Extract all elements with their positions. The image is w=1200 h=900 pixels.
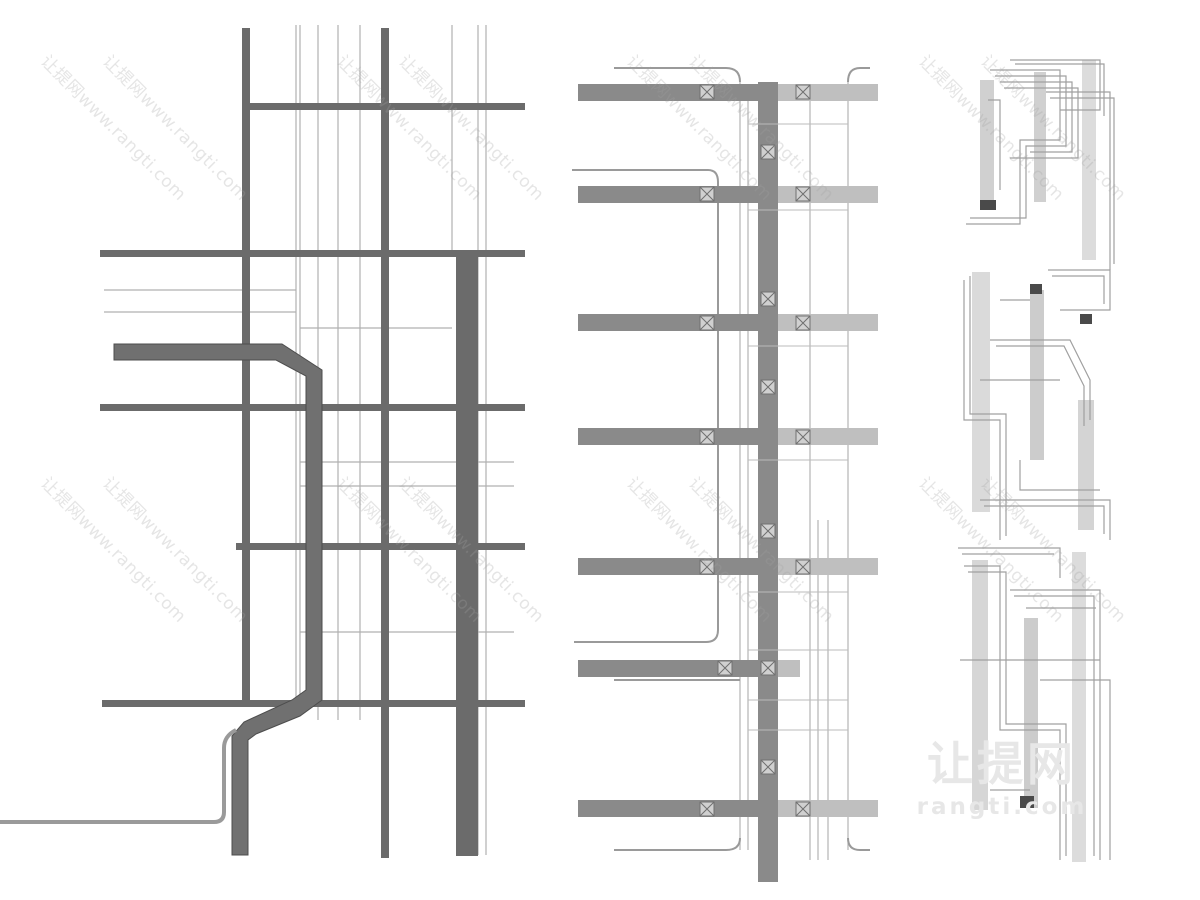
diffuser-icon bbox=[760, 379, 776, 395]
diffuser-icon bbox=[795, 429, 811, 445]
branch-row bbox=[578, 660, 800, 677]
middle-main-trunk bbox=[758, 82, 778, 882]
diffuser-icon bbox=[699, 186, 715, 202]
branch-row bbox=[578, 428, 878, 445]
diffuser-icon bbox=[699, 429, 715, 445]
middle-outer-pipes bbox=[572, 67, 870, 851]
diffuser-icon bbox=[699, 801, 715, 817]
diffuser-icon bbox=[699, 559, 715, 575]
middle-duct-riser bbox=[572, 67, 878, 882]
branch-row bbox=[578, 186, 878, 203]
branch-row bbox=[578, 800, 878, 817]
left-branch-pipe bbox=[0, 728, 237, 824]
diffuser-icon bbox=[795, 801, 811, 817]
iso-group-top bbox=[966, 59, 1115, 270]
branch-row bbox=[578, 558, 878, 575]
branch-row bbox=[578, 314, 878, 331]
diffuser-icon bbox=[760, 291, 776, 307]
iso-group-middle bbox=[963, 269, 1111, 540]
diffuser-icon bbox=[699, 315, 715, 331]
diffuser-icon bbox=[760, 144, 776, 160]
diffuser-icon bbox=[760, 759, 776, 775]
diffuser-icon bbox=[760, 523, 776, 539]
diffuser-icon bbox=[795, 315, 811, 331]
diffuser-icon bbox=[717, 660, 733, 676]
middle-diffusers bbox=[699, 84, 811, 817]
diffuser-icon bbox=[795, 84, 811, 100]
diffuser-icon bbox=[795, 186, 811, 202]
left-thin-pipes bbox=[104, 25, 514, 855]
diffuser-icon bbox=[795, 559, 811, 575]
left-duct-plan bbox=[0, 25, 525, 858]
left-main-snake-duct bbox=[113, 343, 323, 856]
branch-row bbox=[578, 84, 878, 101]
diffuser-icon bbox=[760, 660, 776, 676]
middle-branch-ducts bbox=[578, 84, 878, 817]
diffuser-icon bbox=[699, 84, 715, 100]
right-isometric-ducts bbox=[958, 59, 1115, 862]
middle-cross-lines bbox=[748, 123, 848, 731]
iso-group-bottom bbox=[958, 547, 1111, 862]
